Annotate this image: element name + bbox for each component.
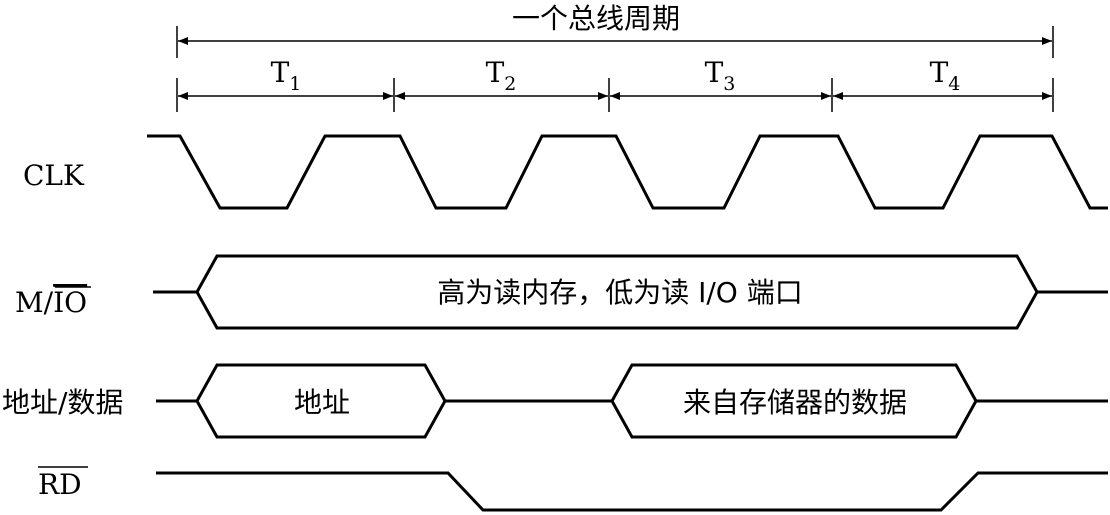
bus-cycle-title: 一个总线周期 <box>512 2 680 35</box>
mio-label: M/IO <box>15 286 87 319</box>
rd-label: RD <box>38 468 82 501</box>
t1-label: T1 <box>271 56 302 95</box>
rd-waveform <box>156 471 1108 512</box>
mio-signal: M/IO 高为读内存，低为读 I/O 端口 <box>15 254 1108 330</box>
clk-waveform <box>147 134 1108 210</box>
bus-label: 地址/数据 <box>2 386 123 419</box>
t-state-spans: T1 T2 T3 T4 <box>176 56 1054 112</box>
bus-cycle-span: 一个总线周期 <box>176 2 1054 58</box>
mio-content: 高为读内存，低为读 I/O 端口 <box>437 276 803 309</box>
t4-label: T4 <box>930 56 961 95</box>
clk-label: CLK <box>23 159 85 192</box>
bus-signal: 地址/数据 地址 来自存储器的数据 <box>2 363 1108 439</box>
clk-signal: CLK <box>23 134 1108 210</box>
rd-signal: RD <box>38 466 1108 512</box>
address-text: 地址 <box>294 386 350 419</box>
data-text: 来自存储器的数据 <box>683 386 907 419</box>
t2-label: T2 <box>486 56 517 95</box>
t3-label: T3 <box>705 56 736 95</box>
